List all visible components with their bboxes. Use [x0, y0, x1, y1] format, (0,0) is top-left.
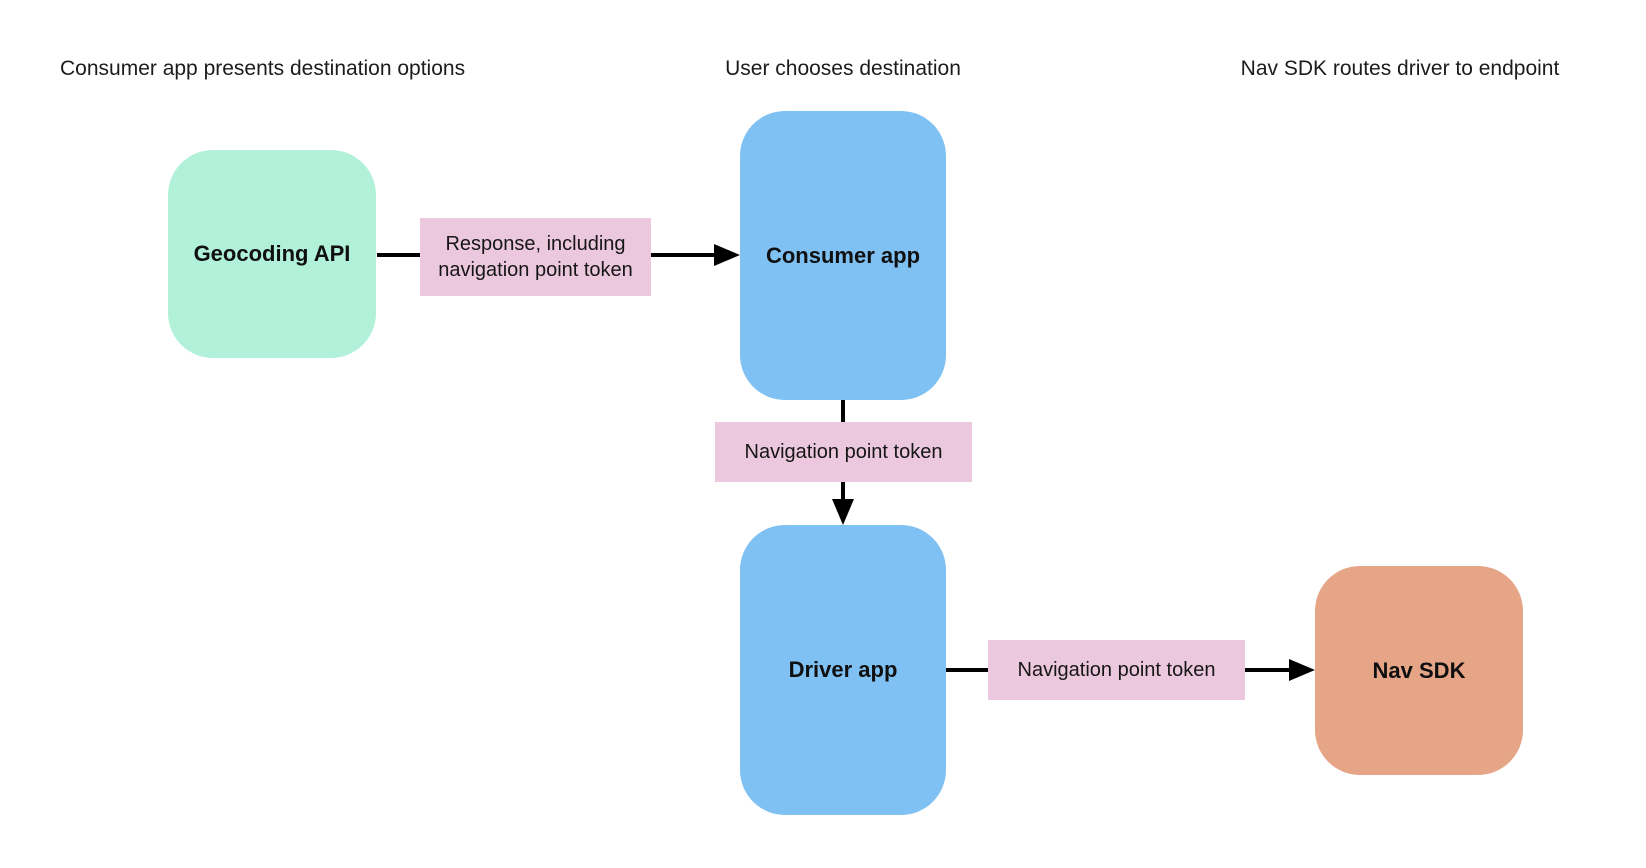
- column-header-navsdk-routes: Nav SDK routes driver to endpoint: [1240, 57, 1560, 80]
- column-header-user-chooses: User chooses destination: [725, 57, 961, 80]
- node-driver-app: Driver app: [740, 525, 946, 815]
- node-nav-sdk: Nav SDK: [1315, 566, 1523, 775]
- edge-label-response-including-token: Response, including navigation point tok…: [420, 218, 651, 296]
- edge-label-navigation-point-token-2: Navigation point token: [988, 640, 1245, 700]
- node-consumer-app: Consumer app: [740, 111, 946, 400]
- column-header-consumer-presents: Consumer app presents destination option…: [60, 57, 466, 80]
- edge-label-navigation-point-token-1: Navigation point token: [715, 422, 972, 482]
- node-geocoding-api: Geocoding API: [168, 150, 376, 358]
